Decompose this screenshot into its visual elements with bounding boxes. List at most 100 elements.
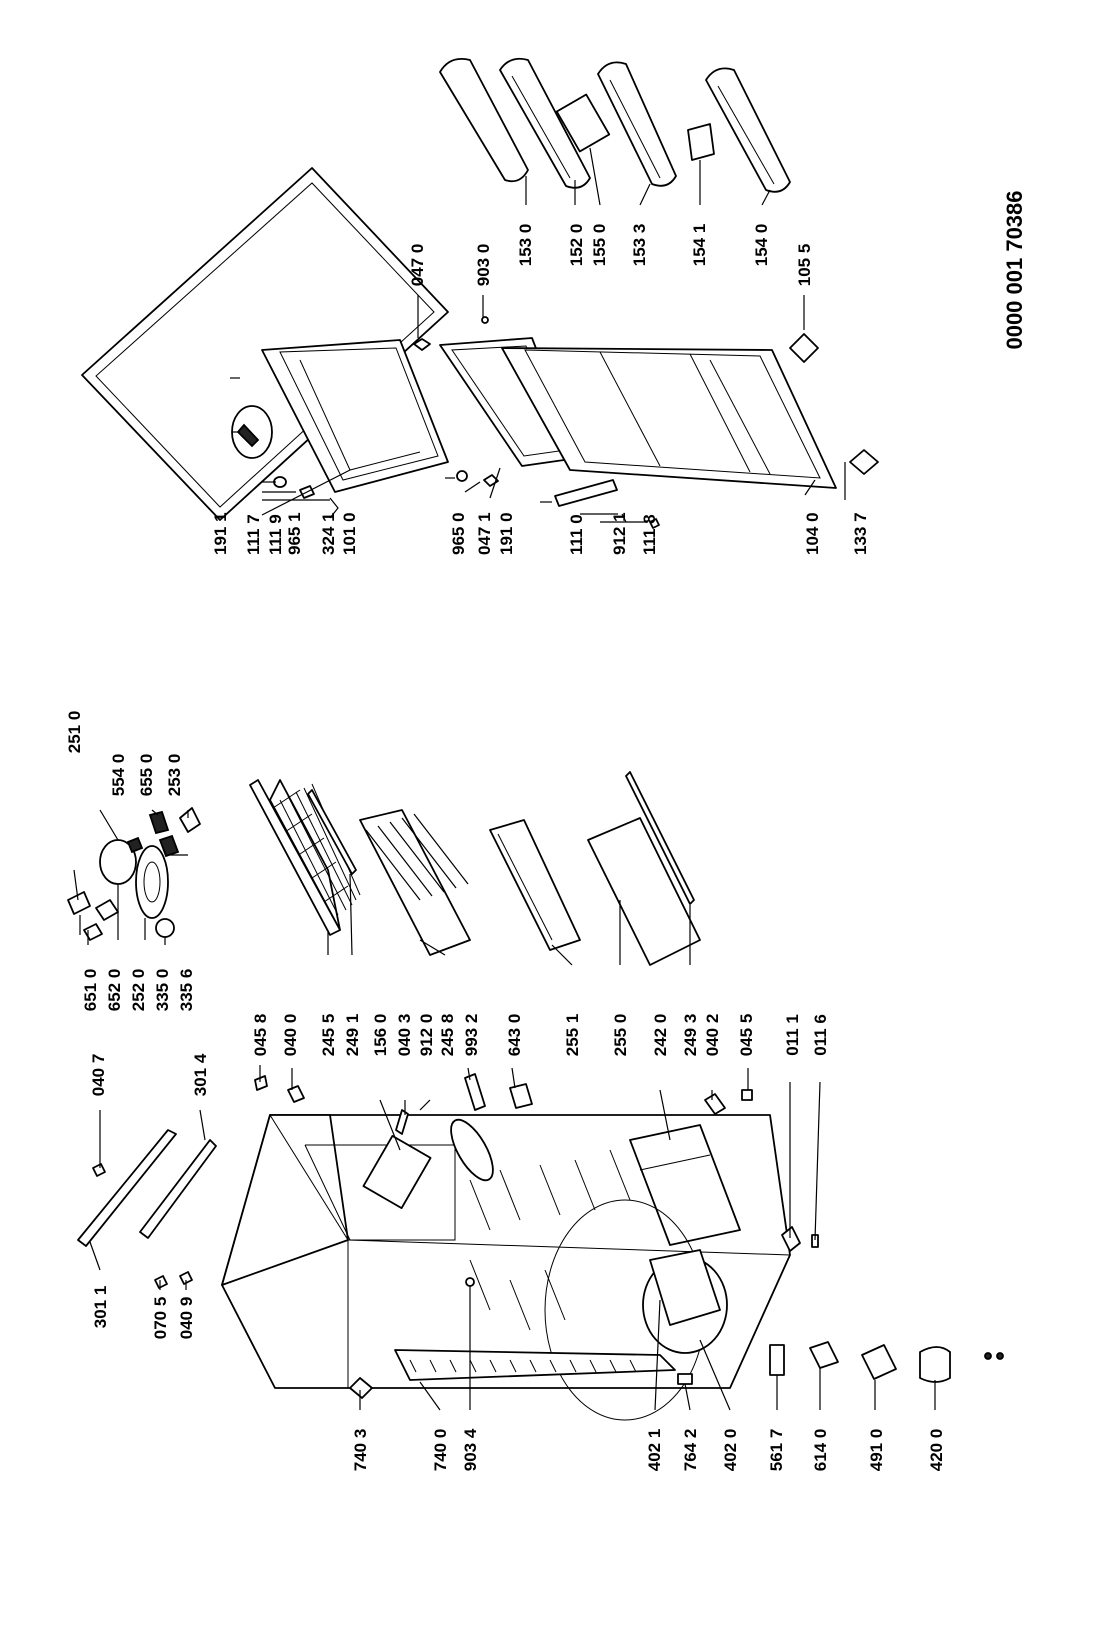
label-0409: 040 9	[177, 1297, 196, 1340]
label-0471: 047 1	[475, 512, 494, 555]
label-1118: 111 8	[640, 514, 659, 555]
label-9034: 903 4	[461, 1428, 480, 1471]
foot-1337	[849, 449, 879, 475]
crisper-drawer-2420	[629, 1124, 741, 1246]
document-number: 0000 001 70386	[1002, 190, 1027, 349]
condenser-7400	[394, 1349, 676, 1381]
label-0400: 040 0	[281, 1014, 300, 1057]
label-4910: 491 0	[867, 1429, 886, 1472]
label-1040: 104 0	[803, 512, 822, 555]
glass-shelf-2550	[587, 817, 701, 966]
door-shelf-1540	[705, 67, 791, 193]
label-2458: 245 8	[438, 1014, 457, 1057]
egg-tray-1550	[555, 93, 611, 153]
label-6510: 651 0	[81, 969, 100, 1012]
label-2420: 242 0	[651, 1014, 670, 1057]
label-2493: 249 3	[681, 1014, 700, 1057]
label-9650: 965 0	[449, 512, 468, 555]
label-9120: 912 0	[417, 1014, 436, 1057]
bottle-clip-1541	[687, 123, 715, 161]
label-1117: 111 7	[244, 514, 263, 555]
door-shelf-1520	[499, 57, 591, 189]
thermal-protector-6140	[809, 1341, 839, 1369]
label-1110: 111 0	[567, 514, 586, 555]
label-0407: 040 7	[89, 1054, 108, 1097]
door-shelf-1533	[597, 61, 677, 187]
cabinet-body	[221, 1114, 791, 1421]
label-3011: 301 1	[91, 1286, 110, 1329]
knob-3350	[155, 918, 175, 938]
wire-rack-2458	[359, 809, 471, 956]
label-1010: 101 0	[340, 512, 359, 555]
label-1055: 105 5	[795, 244, 814, 287]
lower-door-panel	[501, 347, 837, 489]
label-6430: 643 0	[505, 1014, 524, 1057]
label-9932: 993 2	[462, 1014, 481, 1057]
label-1540: 154 0	[752, 224, 771, 267]
label-3014: 301 4	[191, 1053, 210, 1096]
label-0455: 045 5	[737, 1014, 756, 1057]
door-hinge	[554, 479, 618, 507]
label-3350: 335 0	[153, 969, 172, 1012]
label-9030: 903 0	[474, 244, 493, 287]
relay-cover-4910	[861, 1344, 897, 1380]
label-6520: 652 0	[105, 969, 124, 1012]
glass-shelf-2551	[489, 819, 581, 951]
label-4020: 402 0	[721, 1429, 740, 1472]
label-3356: 335 6	[177, 969, 196, 1012]
label-2510: 251 0	[65, 711, 84, 754]
label-1910: 191 0	[497, 512, 516, 555]
label-9651: 965 1	[285, 512, 304, 555]
label-1541: 154 1	[690, 224, 709, 267]
relay-5617	[769, 1344, 785, 1376]
label-2520: 252 0	[129, 969, 148, 1012]
label-2550: 255 0	[611, 1014, 630, 1057]
door-shelf-1530	[439, 57, 529, 183]
label-7400: 740 0	[431, 1429, 450, 1472]
label-0458a: 045 8	[251, 1014, 270, 1057]
spring-part-3241	[329, 497, 339, 519]
label-6140: 614 0	[811, 1429, 830, 1472]
foot-1055	[789, 333, 819, 363]
lamp-cover-2510	[67, 891, 91, 915]
label-7642: 764 2	[681, 1429, 700, 1472]
label-1530: 153 0	[516, 224, 535, 267]
label-1337: 133 7	[851, 512, 870, 555]
capacitor-4200	[919, 1346, 951, 1383]
label-5540: 554 0	[109, 754, 128, 797]
trim-strip-2491	[307, 789, 357, 875]
label-0116: 011 6	[811, 1014, 830, 1056]
label-1560: 156 0	[371, 1014, 390, 1057]
label-0111: 011 1	[783, 1014, 802, 1056]
label-6550: 655 0	[137, 754, 156, 797]
spring-3356	[158, 834, 180, 858]
label-3241: 324 1	[319, 512, 338, 555]
label-1119: 111 9	[266, 514, 285, 555]
label-2551: 255 1	[563, 1014, 582, 1057]
label-5617: 561 7	[767, 1429, 786, 1472]
label-2491: 249 1	[343, 1014, 362, 1057]
label-7403: 740 3	[351, 1429, 370, 1472]
profile-3014	[139, 1139, 217, 1239]
trim-strip-2493	[625, 771, 695, 905]
label-1550: 155 0	[590, 224, 609, 267]
shelves	[249, 771, 701, 966]
hinge-cover-7403	[349, 1377, 373, 1399]
label-1533: 153 3	[630, 224, 649, 267]
door-shelves	[439, 57, 791, 193]
label-4200: 420 0	[927, 1429, 946, 1472]
evaporator-grid-1560	[362, 1134, 432, 1210]
label-0403: 040 3	[395, 1014, 414, 1057]
label-0705: 070 5	[151, 1297, 170, 1340]
profile-3011	[77, 1129, 177, 1247]
part-labels: 191 1 111 7 111 9 965 1 324 1 101 0 965 …	[65, 224, 946, 1472]
leader-lines	[73, 147, 936, 1411]
label-0402: 040 2	[703, 1014, 722, 1057]
control-housing-2520	[135, 845, 169, 919]
lamp-6550	[148, 810, 170, 835]
upper-door-gasket	[81, 167, 449, 521]
label-9121: 912 1	[610, 512, 629, 555]
label-1911: 191 1	[211, 512, 230, 555]
door-assembly	[81, 167, 879, 529]
